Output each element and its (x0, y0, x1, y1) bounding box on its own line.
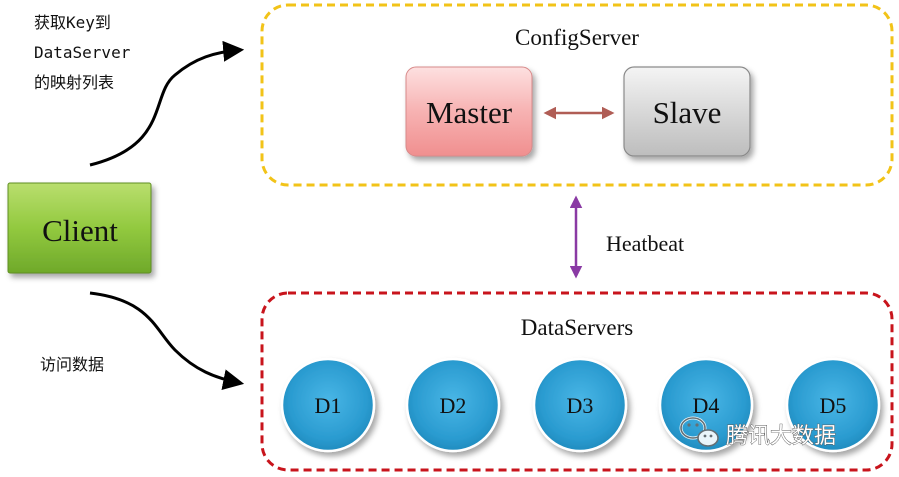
data-node-label: D5 (820, 393, 847, 418)
data-node-d5: D5 (785, 357, 881, 453)
data-node-label: D2 (440, 393, 467, 418)
get-mapping-annotation: 获取Key到 DataServer 的映射列表 (34, 13, 131, 92)
annotation-line-2: DataServer (34, 43, 131, 62)
data-servers-title: DataServers (521, 315, 633, 340)
data-node-d2: D2 (405, 357, 501, 453)
client-node: Client (7, 182, 152, 274)
client-label: Client (42, 213, 118, 248)
config-server-title: ConfigServer (515, 25, 639, 50)
data-node-d3: D3 (532, 357, 628, 453)
access-data-annotation: 访问数据 (40, 355, 104, 374)
data-node-d1: D1 (280, 357, 376, 453)
annotation-line-1: 获取Key到 (34, 13, 111, 32)
client-to-config-arrow (89, 40, 245, 167)
client-to-data-arrow (89, 291, 245, 390)
wechat-icon (679, 416, 719, 447)
data-servers-border (260, 291, 894, 472)
data-node-label: D3 (567, 393, 594, 418)
slave-label: Slave (653, 95, 722, 130)
data-servers-group: DataServers D1 D2 D3 D4 D5 (260, 291, 894, 472)
watermark: 腾讯大数据 (679, 416, 836, 449)
master-node: Master (405, 66, 533, 157)
config-server-group: ConfigServer Master Slave (260, 3, 894, 187)
heartbeat-label: Heatbeat (606, 231, 684, 256)
annotation-line-3: 的映射列表 (34, 73, 114, 92)
data-node-label: D4 (693, 393, 720, 418)
data-node-d4: D4 (658, 357, 754, 453)
data-node-label: D1 (315, 393, 342, 418)
master-label: Master (426, 95, 513, 130)
heartbeat-link: Heatbeat (569, 195, 684, 279)
watermark-text: 腾讯大数据 (726, 424, 836, 449)
slave-node: Slave (623, 66, 751, 157)
config-server-border (260, 3, 894, 187)
